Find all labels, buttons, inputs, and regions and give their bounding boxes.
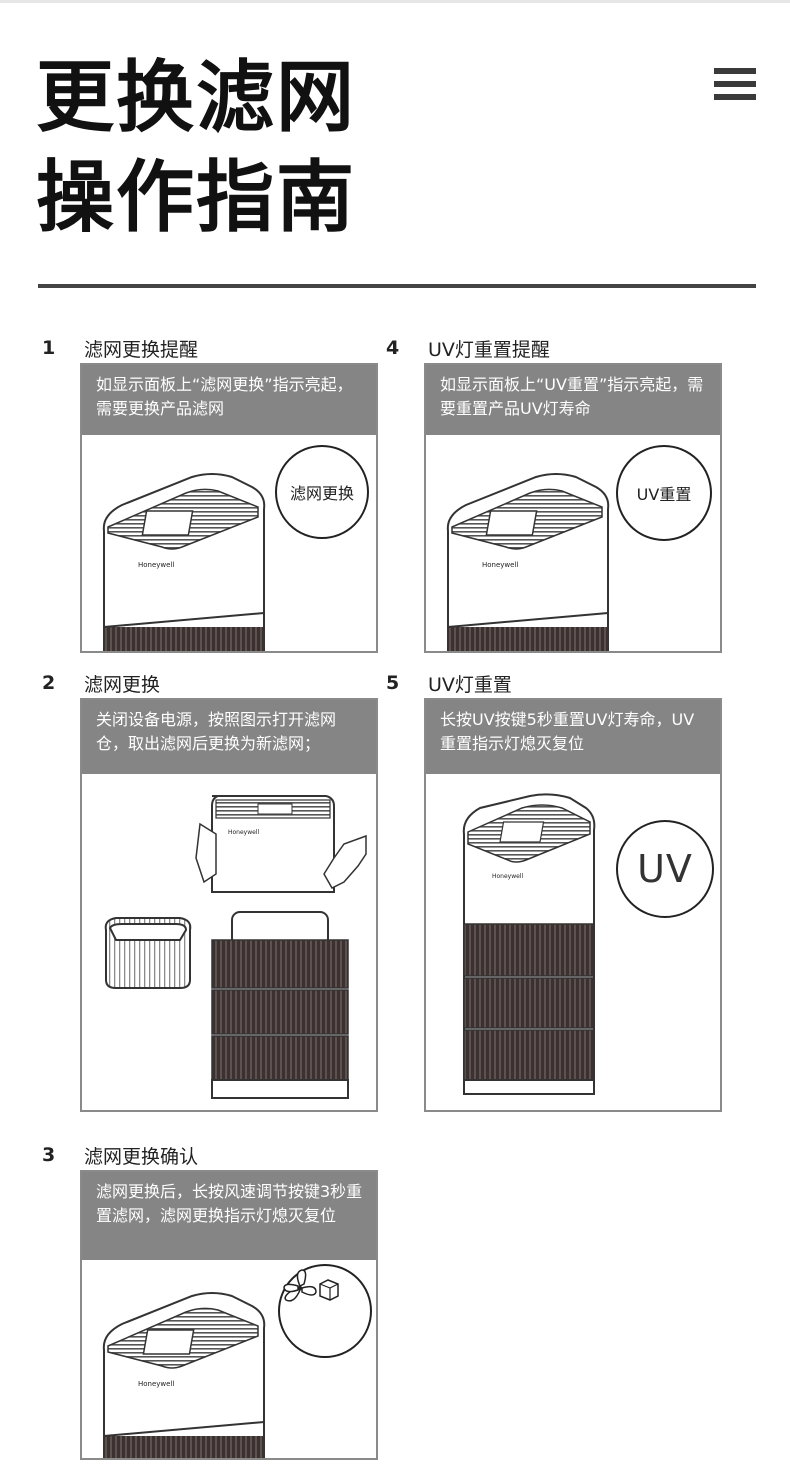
step-header: 4 UV灯重置提醒 <box>386 335 550 361</box>
step-header: 3 滤网更换确认 <box>42 1142 198 1168</box>
step-number: 4 <box>386 337 400 359</box>
step-description: 如显示面板上“UV重置”指示亮起，需要重置产品UV灯寿命 <box>426 365 720 435</box>
brand-logo: Honeywell <box>138 1380 174 1388</box>
uv-reset-badge: UV重置 <box>616 445 712 541</box>
step-card: 如显示面板上“UV重置”指示亮起，需要重置产品UV灯寿命 Honeywell U… <box>424 363 722 653</box>
title-line-1: 更换滤网 <box>36 53 357 143</box>
step-title: 滤网更换提醒 <box>84 338 199 361</box>
purifier-illustration: Honeywell 滤网更换 <box>82 435 376 651</box>
step-title: UV灯重置提醒 <box>428 338 550 361</box>
step-number: 5 <box>386 672 400 694</box>
filter-replacement-illustration: Honeywell <box>82 774 376 1110</box>
step-title: UV灯重置 <box>428 673 512 696</box>
full-purifier-drawing: Honeywell <box>462 793 596 1095</box>
brand-logo: Honeywell <box>138 561 174 569</box>
full-purifier-illustration: Honeywell UV <box>426 774 720 1110</box>
step-number: 1 <box>42 337 56 359</box>
step-title: 滤网更换 <box>84 673 161 696</box>
top-rule <box>0 0 790 3</box>
brand-logo: Honeywell <box>228 829 259 836</box>
step-header: 2 滤网更换 <box>42 670 160 696</box>
step-description: 滤网更换后，长按风速调节按键3秒重置滤网，滤网更换指示灯熄灭复位 <box>82 1172 376 1260</box>
header-divider <box>38 284 756 288</box>
purifier-illustration: Honeywell UV重置 <box>426 435 720 651</box>
fan-filter-glyph <box>283 1269 339 1302</box>
hamburger-menu-icon[interactable] <box>714 68 756 102</box>
step-title: 滤网更换确认 <box>84 1145 199 1168</box>
purifier-top-drawing: Honeywell <box>102 473 266 651</box>
page-title: 更换滤网 操作指南 <box>36 48 356 248</box>
uv-badge: UV <box>616 820 714 918</box>
filter-replacement-drawing: Honeywell <box>104 795 367 1099</box>
title-line-2: 操作指南 <box>36 153 357 243</box>
fan-and-filter-icon <box>278 1264 372 1358</box>
step-number: 2 <box>42 672 56 694</box>
step-header: 5 UV灯重置 <box>386 670 512 696</box>
step-description: 如显示面板上“滤网更换”指示亮起，需要更换产品滤网 <box>82 365 376 435</box>
step-card: 长按UV按键5秒重置UV灯寿命，UV重置指示灯熄灭复位 Honeywell UV <box>424 698 722 1112</box>
purifier-illustration: Honeywell <box>82 1260 376 1458</box>
filter-change-badge: 滤网更换 <box>275 445 369 539</box>
step-card: 如显示面板上“滤网更换”指示亮起，需要更换产品滤网 Honeywell 滤网更换 <box>80 363 378 653</box>
brand-logo: Honeywell <box>482 561 518 569</box>
step-header: 1 滤网更换提醒 <box>42 335 198 361</box>
step-description: 关闭设备电源，按照图示打开滤网仓，取出滤网后更换为新滤网； <box>82 700 376 774</box>
step-description: 长按UV按键5秒重置UV灯寿命，UV重置指示灯熄灭复位 <box>426 700 720 774</box>
purifier-top-drawing: Honeywell <box>446 473 610 651</box>
step-card: 滤网更换后，长按风速调节按键3秒重置滤网，滤网更换指示灯熄灭复位 Honeywe… <box>80 1170 378 1460</box>
step-number: 3 <box>42 1144 56 1166</box>
brand-logo: Honeywell <box>492 873 523 880</box>
step-card: 关闭设备电源，按照图示打开滤网仓，取出滤网后更换为新滤网； Honeywell <box>80 698 378 1112</box>
purifier-top-drawing: Honeywell <box>102 1292 266 1458</box>
